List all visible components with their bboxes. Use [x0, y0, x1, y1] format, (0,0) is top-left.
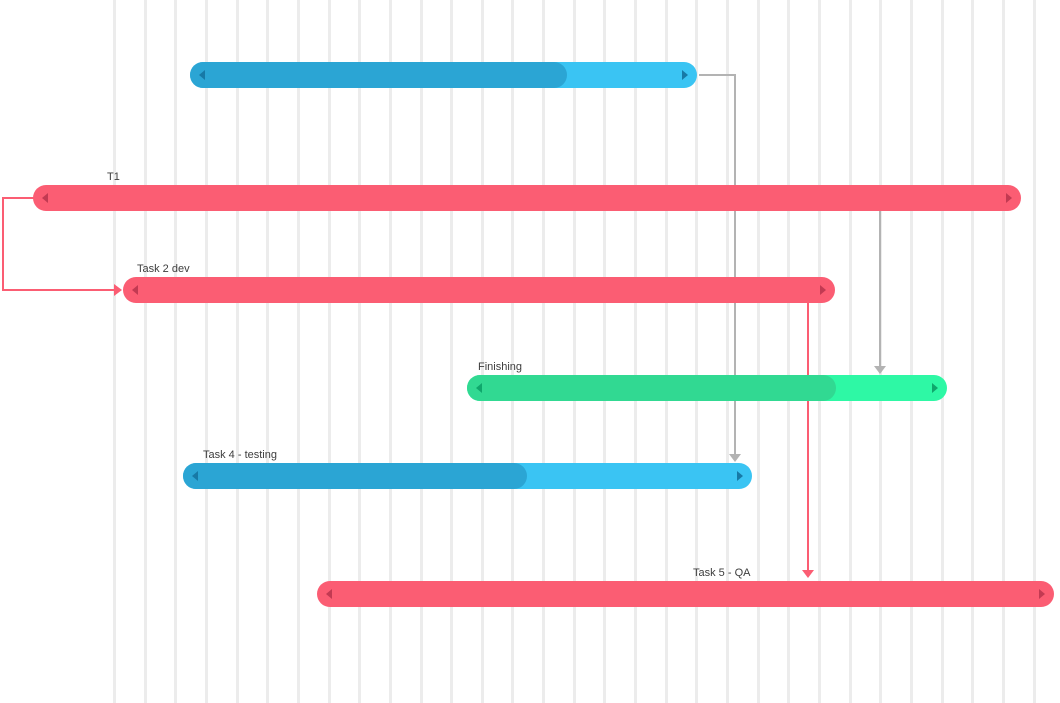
gridline	[542, 0, 546, 703]
bar-resize-handle-left-icon[interactable]	[192, 471, 198, 481]
bar-resize-handle-left-icon[interactable]	[326, 589, 332, 599]
progress-fill-task-4	[467, 375, 836, 401]
gridline	[174, 0, 178, 703]
gantt-bar-task-6[interactable]	[317, 581, 1054, 607]
gridline	[817, 0, 821, 703]
gantt-bar-task-4[interactable]	[467, 375, 947, 401]
task-label-task-3: Task 2 dev	[137, 263, 190, 275]
bar-resize-handle-left-icon[interactable]	[199, 70, 205, 80]
gridline	[572, 0, 576, 703]
gridline	[634, 0, 638, 703]
gridline	[266, 0, 270, 703]
gantt-bar-task-3[interactable]	[123, 277, 835, 303]
bar-resize-handle-left-icon[interactable]	[42, 193, 48, 203]
bar-resize-handle-right-icon[interactable]	[737, 471, 743, 481]
gridline	[909, 0, 913, 703]
bar-resize-handle-left-icon[interactable]	[476, 383, 482, 393]
gridline	[1001, 0, 1005, 703]
gridline	[664, 0, 668, 703]
gridline	[296, 0, 300, 703]
task-label-task-5: Task 4 - testing	[203, 449, 277, 461]
bar-resize-handle-right-icon[interactable]	[932, 383, 938, 393]
task-label-task-4: Finishing	[478, 361, 523, 373]
gridline	[1032, 0, 1036, 703]
gridline	[327, 0, 331, 703]
gridline	[450, 0, 454, 703]
gridline	[787, 0, 791, 703]
bar-resize-handle-left-icon[interactable]	[132, 285, 138, 295]
gridline	[603, 0, 607, 703]
dependency-line-task-2-to-task-3	[2, 197, 114, 291]
gantt-bar-task-1[interactable]	[190, 62, 697, 88]
bar-resize-handle-right-icon[interactable]	[682, 70, 688, 80]
gridline	[204, 0, 208, 703]
gridline	[113, 0, 116, 703]
gantt-bar-task-2[interactable]	[33, 185, 1021, 211]
task-label-task-2: T1	[107, 171, 120, 183]
gridline	[143, 0, 147, 703]
gridline	[480, 0, 484, 703]
gridline	[695, 0, 699, 703]
gridline	[388, 0, 392, 703]
gridline	[358, 0, 362, 703]
gridline	[940, 0, 944, 703]
progress-fill-task-1	[190, 62, 567, 88]
bar-resize-handle-right-icon[interactable]	[1006, 193, 1012, 203]
bar-resize-handle-right-icon[interactable]	[1039, 589, 1045, 599]
gridline	[971, 0, 975, 703]
gantt-bar-task-5[interactable]	[183, 463, 752, 489]
gridline	[511, 0, 515, 703]
gridline	[419, 0, 423, 703]
dependency-arrowhead-icon	[729, 454, 741, 462]
gridline	[235, 0, 239, 703]
gridline	[756, 0, 760, 703]
bar-resize-handle-right-icon[interactable]	[820, 285, 826, 295]
task-label-task-6: Task 5 - QA	[693, 567, 751, 579]
dependency-arrowhead-icon	[802, 570, 814, 578]
progress-fill-task-5	[183, 463, 527, 489]
gridline	[848, 0, 852, 703]
